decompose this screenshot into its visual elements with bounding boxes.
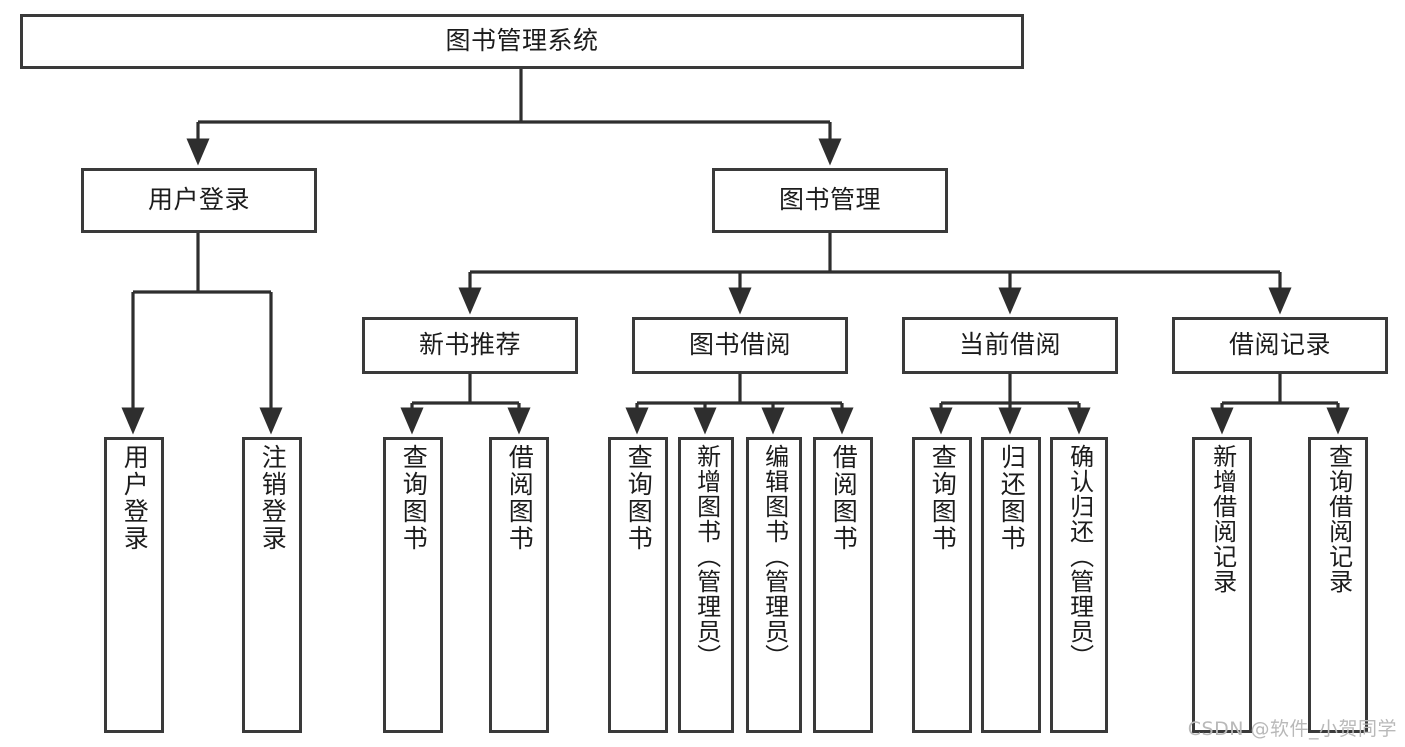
node-new-book-rec-label: 新书推荐 xyxy=(418,330,521,360)
node-current-borrow-label: 当前借阅 xyxy=(958,330,1061,360)
node-leaf-user-logout[interactable]: 注销登录 xyxy=(242,437,302,733)
node-borrow-record-label: 借阅记录 xyxy=(1228,330,1331,360)
node-leaf-add-book-label: 新增图书（管理员） xyxy=(692,444,721,669)
node-leaf-query-book-2[interactable]: 查询图书 xyxy=(608,437,668,733)
node-leaf-query-book-3[interactable]: 查询图书 xyxy=(912,437,972,733)
node-leaf-confirm-return-label: 确认归还（管理员） xyxy=(1065,444,1094,669)
node-current-borrow[interactable]: 当前借阅 xyxy=(902,317,1118,374)
node-leaf-add-record-label: 新增借阅记录 xyxy=(1208,444,1237,594)
node-book-manage[interactable]: 图书管理 xyxy=(712,168,948,233)
node-leaf-query-book-1-label: 查询图书 xyxy=(399,444,429,552)
node-leaf-add-book[interactable]: 新增图书（管理员） xyxy=(678,437,734,733)
node-leaf-query-record[interactable]: 查询借阅记录 xyxy=(1308,437,1368,733)
node-book-borrow[interactable]: 图书借阅 xyxy=(632,317,848,374)
node-leaf-borrow-book-2-label: 借阅图书 xyxy=(829,444,859,552)
node-user-login[interactable]: 用户登录 xyxy=(81,168,317,233)
node-book-manage-label: 图书管理 xyxy=(778,185,881,215)
node-leaf-return-book-label: 归还图书 xyxy=(997,444,1027,552)
node-leaf-query-book-1[interactable]: 查询图书 xyxy=(383,437,443,733)
node-leaf-borrow-book-1-label: 借阅图书 xyxy=(505,444,535,552)
node-leaf-query-record-label: 查询借阅记录 xyxy=(1324,444,1353,594)
node-root-label: 图书管理系统 xyxy=(445,26,599,56)
node-book-borrow-label: 图书借阅 xyxy=(688,330,791,360)
node-new-book-rec[interactable]: 新书推荐 xyxy=(362,317,578,374)
node-leaf-query-book-3-label: 查询图书 xyxy=(928,444,958,552)
node-user-login-label: 用户登录 xyxy=(147,185,250,215)
node-leaf-user-logout-label: 注销登录 xyxy=(258,444,288,552)
node-borrow-record[interactable]: 借阅记录 xyxy=(1172,317,1388,374)
node-leaf-edit-book-label: 编辑图书（管理员） xyxy=(760,444,789,669)
node-leaf-borrow-book-1[interactable]: 借阅图书 xyxy=(489,437,549,733)
node-leaf-user-login-label: 用户登录 xyxy=(120,444,150,552)
node-leaf-add-record[interactable]: 新增借阅记录 xyxy=(1192,437,1252,733)
node-leaf-query-book-2-label: 查询图书 xyxy=(624,444,654,552)
node-leaf-borrow-book-2[interactable]: 借阅图书 xyxy=(813,437,873,733)
node-leaf-user-login[interactable]: 用户登录 xyxy=(104,437,164,733)
node-leaf-confirm-return[interactable]: 确认归还（管理员） xyxy=(1050,437,1108,733)
node-leaf-edit-book[interactable]: 编辑图书（管理员） xyxy=(746,437,802,733)
node-root[interactable]: 图书管理系统 xyxy=(20,14,1024,69)
watermark-text: CSDN @软件_小贺同学 xyxy=(1187,718,1397,740)
node-leaf-return-book[interactable]: 归还图书 xyxy=(981,437,1041,733)
